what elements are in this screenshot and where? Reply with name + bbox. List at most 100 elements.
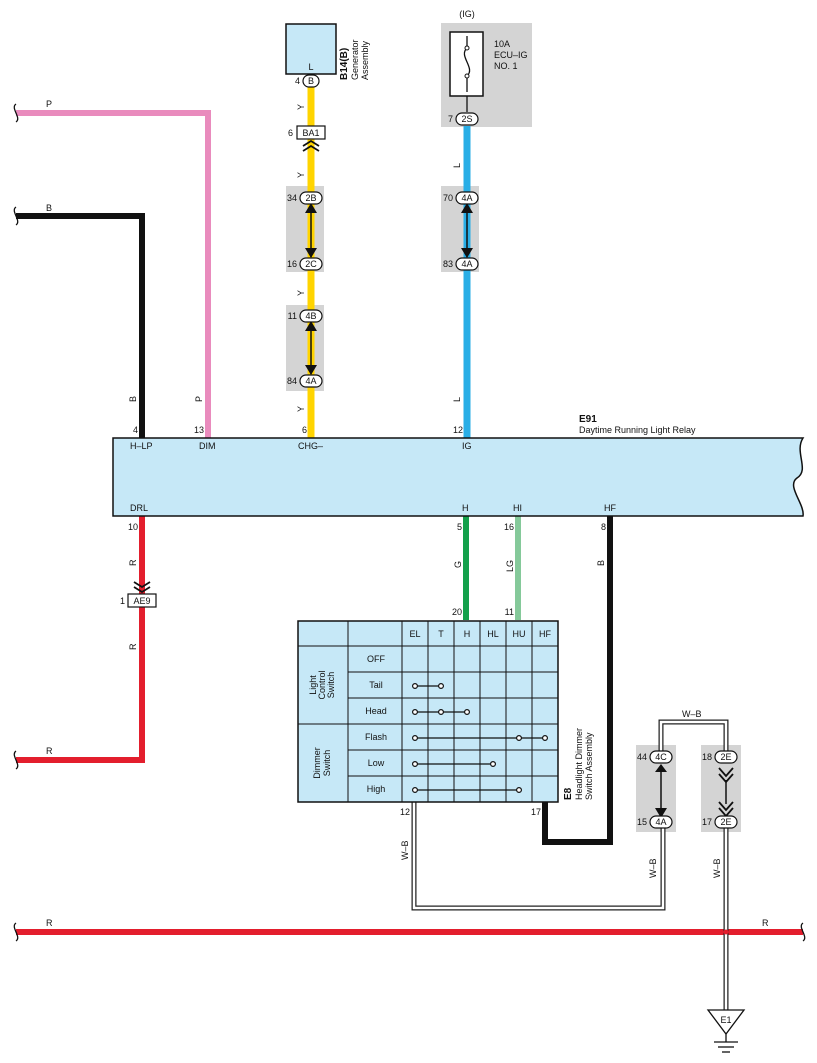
svg-text:84: 84 <box>287 376 297 386</box>
svg-text:34: 34 <box>287 193 297 203</box>
svg-text:4A: 4A <box>461 193 472 203</box>
wire-label: L <box>452 163 462 168</box>
wire-label: P <box>194 396 204 402</box>
relay-pin-name: HI <box>513 503 522 513</box>
wire-end-marks <box>13 103 806 942</box>
wire-label: R <box>128 643 138 650</box>
wire-label: Y <box>296 104 306 110</box>
switch-col: HU <box>513 629 526 639</box>
relay-pin-num: 13 <box>194 425 204 435</box>
connector-ba1 <box>296 125 326 140</box>
relay-pin-name: HF <box>604 503 616 513</box>
generator-terminal: L <box>308 62 313 72</box>
wire-label: W–B <box>400 840 410 860</box>
wire-red-left <box>16 516 145 763</box>
svg-text:15: 15 <box>637 817 647 827</box>
pin-oval <box>302 74 320 88</box>
fuse-name-1: ECU–IG <box>494 50 528 60</box>
relay-pin-num: 10 <box>128 522 138 532</box>
svg-text:2S: 2S <box>461 114 472 124</box>
wire-label: Y <box>296 406 306 412</box>
svg-text:BA1: BA1 <box>302 128 319 138</box>
connector-chevron <box>302 139 320 152</box>
wire-label: LG <box>505 560 515 572</box>
wire-label: R <box>46 918 53 928</box>
ground-icon <box>706 1009 746 1036</box>
ground-label: E1 <box>720 1015 731 1025</box>
junction-4a-4a: 4A 70 4A 83 <box>443 191 479 271</box>
relay-pin-num: 8 <box>601 522 606 532</box>
generator-id: B14(B) <box>339 48 350 80</box>
switch-pin: 12 <box>400 807 410 817</box>
ig-label: (IG) <box>459 9 475 19</box>
wire-label: L <box>452 397 462 402</box>
wire-label: W–B <box>712 858 722 878</box>
svg-text:17: 17 <box>702 817 712 827</box>
wire-label: W–B <box>682 709 702 719</box>
wire-wb <box>411 719 729 1010</box>
svg-text:2B: 2B <box>305 193 316 203</box>
fuse-rating: 10A <box>494 39 510 49</box>
switch-pin: 17 <box>531 807 541 817</box>
vertical-wire-labels: B P Y Y Y Y L L R R G LG B W–B W–B W–B <box>128 104 722 878</box>
svg-text:4C: 4C <box>655 752 667 762</box>
wire-label: P <box>46 99 52 109</box>
switch-name-2: Switch Assembly <box>584 732 594 800</box>
fuse-node-bottom <box>464 73 470 79</box>
svg-text:4A: 4A <box>461 259 472 269</box>
switch-row: OFF <box>367 654 385 664</box>
svg-text:2C: 2C <box>305 259 317 269</box>
relay-pin-num: 4 <box>133 425 138 435</box>
switch-connections <box>412 682 548 793</box>
wire-black-left <box>16 213 145 438</box>
relay-pin-name: H–LP <box>130 441 153 451</box>
fuse-node-top <box>464 45 470 51</box>
generator-name-2: Assembly <box>360 40 370 80</box>
junction-4b-4a: 4B 11 4A 84 <box>287 309 323 388</box>
svg-text:7: 7 <box>448 114 453 124</box>
wire-label: R <box>762 918 769 928</box>
svg-text:B: B <box>308 76 314 86</box>
relay-pin-name: IG <box>462 441 472 451</box>
wire-label: B <box>596 560 606 566</box>
wire-label: B <box>128 396 138 402</box>
fuse-name-2: NO. 1 <box>494 61 518 71</box>
connector-chevron <box>133 581 151 594</box>
switch-group: Light <box>308 675 318 695</box>
splice-dot <box>723 929 729 935</box>
svg-text:4B: 4B <box>305 311 316 321</box>
relay-pin-name: DRL <box>130 503 148 513</box>
wire-black-hf <box>542 516 613 845</box>
switch-row: Head <box>365 706 387 716</box>
switch-group: Switch <box>326 672 336 699</box>
relay-id: E91 <box>579 414 597 425</box>
generator-box <box>285 23 337 75</box>
switch-group: Control <box>317 670 327 699</box>
svg-text:18: 18 <box>702 752 712 762</box>
wire-label: B <box>46 203 52 213</box>
svg-text:2E: 2E <box>720 752 731 762</box>
wire-pink <box>16 110 211 438</box>
relay-name: Daytime Running Light Relay <box>579 425 696 435</box>
connector-ae9 <box>127 593 157 608</box>
relay-pin-name: H <box>462 503 469 513</box>
switch-name-1: Headlight Dimmer <box>574 728 584 800</box>
switch-group: Dimmer <box>312 747 322 779</box>
switch-col: EL <box>409 629 420 639</box>
switch-col: T <box>438 629 444 639</box>
switch-pin: 11 <box>505 607 514 617</box>
svg-text:83: 83 <box>443 259 453 269</box>
wire-label: R <box>46 746 53 756</box>
svg-text:4: 4 <box>295 76 300 86</box>
switch-col: HL <box>487 629 499 639</box>
switch-col: H <box>464 629 471 639</box>
junction-2b-2c: 2B 34 2C 16 <box>287 191 323 271</box>
switch-row: Tail <box>369 680 383 690</box>
wire-label: R <box>128 559 138 566</box>
svg-text:44: 44 <box>637 752 647 762</box>
svg-text:4A: 4A <box>655 817 666 827</box>
svg-text:4A: 4A <box>305 376 316 386</box>
relay-pin-num: 12 <box>453 425 463 435</box>
